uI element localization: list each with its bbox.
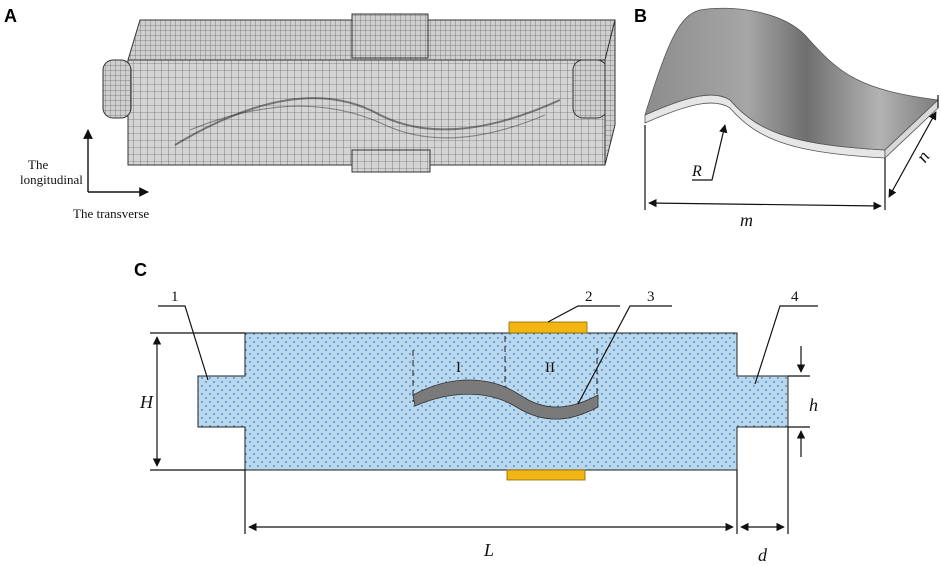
mesh-model <box>102 13 616 173</box>
dim-line-n <box>888 111 937 198</box>
callout-2: 2 <box>585 289 593 305</box>
curved-plate-section <box>412 379 599 420</box>
bottom-electrode <box>506 469 586 481</box>
plate-dimensions <box>644 95 939 211</box>
callout-1: 1 <box>171 289 179 305</box>
dim-leader-r <box>692 124 728 181</box>
panel-a-letter: A <box>4 6 17 26</box>
axis-label-transverse: The transverse <box>73 206 149 221</box>
callout-leaders <box>158 305 818 405</box>
label-h: h <box>809 395 818 415</box>
callout-4: 4 <box>791 289 799 305</box>
dim-line-m <box>648 198 882 211</box>
axis-indicator: The longitudinal The transverse <box>20 129 149 221</box>
panel-b: B R m n <box>634 6 939 230</box>
panel-c-letter: C <box>134 260 147 280</box>
zone-label-1: I <box>456 360 461 376</box>
panel-c: C I II 1 2 3 4 H <box>134 260 818 565</box>
zone-label-2: II <box>545 360 555 376</box>
dim-h-inner <box>788 346 810 457</box>
dim-h-outer <box>150 332 245 471</box>
label-L: L <box>483 540 494 560</box>
curved-plate <box>644 7 939 159</box>
label-r: R <box>691 163 702 180</box>
panel-a: A The longitudina <box>4 6 616 221</box>
label-H: H <box>139 392 154 412</box>
axis-label-longitudinal: The longitudinal <box>20 157 83 187</box>
water-domain <box>197 332 789 471</box>
panel-b-letter: B <box>634 6 647 26</box>
label-d: d <box>758 545 768 565</box>
label-n: n <box>912 147 934 166</box>
callout-3: 3 <box>647 289 655 305</box>
label-m: m <box>740 210 753 230</box>
dim-l <box>244 427 789 534</box>
top-electrode <box>508 321 588 334</box>
